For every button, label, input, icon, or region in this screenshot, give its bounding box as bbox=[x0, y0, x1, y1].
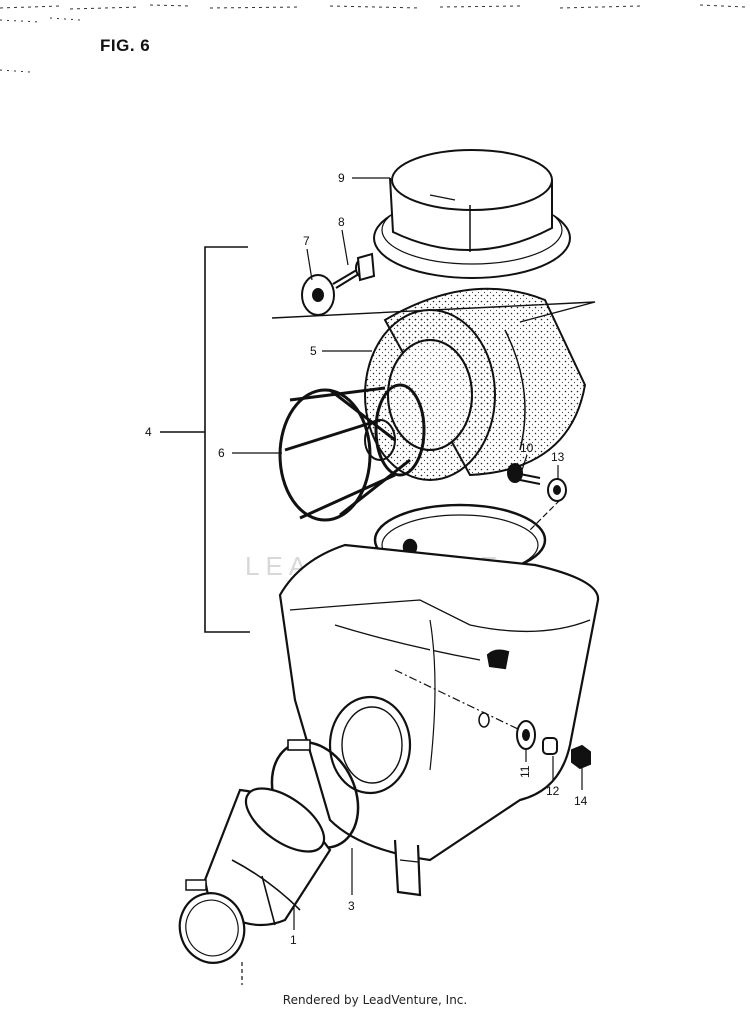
part-11-spacer bbox=[516, 720, 536, 750]
assembly-leader bbox=[394, 499, 561, 731]
scan-noise bbox=[0, 4, 746, 73]
air-cleaner-case bbox=[278, 543, 600, 897]
part-14-nut bbox=[571, 744, 591, 770]
callout-1: 1 bbox=[290, 933, 297, 947]
leader-lines bbox=[232, 177, 583, 985]
callout-6: 6 bbox=[218, 446, 225, 460]
part-12-collar bbox=[542, 737, 558, 755]
footer-credit: Rendered by LeadVenture, Inc. bbox=[282, 993, 468, 1007]
callout-7: 7 bbox=[303, 234, 310, 248]
callout-5: 5 bbox=[310, 344, 317, 358]
callout-4: 4 bbox=[145, 425, 152, 439]
part-8-wing-bolt bbox=[332, 252, 376, 289]
assembly-bracket bbox=[160, 246, 250, 633]
part-5-filter-element bbox=[364, 287, 587, 481]
callout-labels: 9 8 7 5 4 6 10 13 11 12 14 3 1 bbox=[145, 171, 588, 947]
part-10-screw bbox=[507, 463, 541, 485]
callout-11: 11 bbox=[518, 765, 532, 778]
part-9-cover bbox=[373, 149, 571, 279]
callout-13: 13 bbox=[551, 450, 565, 464]
figure-title: FIG. 6 bbox=[100, 36, 151, 55]
callout-3: 3 bbox=[348, 899, 355, 913]
part-7-seal-washer bbox=[301, 274, 335, 316]
callout-14: 14 bbox=[574, 794, 588, 808]
callout-12: 12 bbox=[546, 784, 560, 798]
callout-10: 10 bbox=[520, 441, 534, 455]
callout-8: 8 bbox=[338, 215, 345, 229]
part-13-washer bbox=[547, 478, 567, 502]
part-6-element-frame bbox=[278, 383, 426, 522]
part-1-outlet-tube bbox=[178, 787, 332, 964]
callout-9: 9 bbox=[338, 171, 345, 185]
